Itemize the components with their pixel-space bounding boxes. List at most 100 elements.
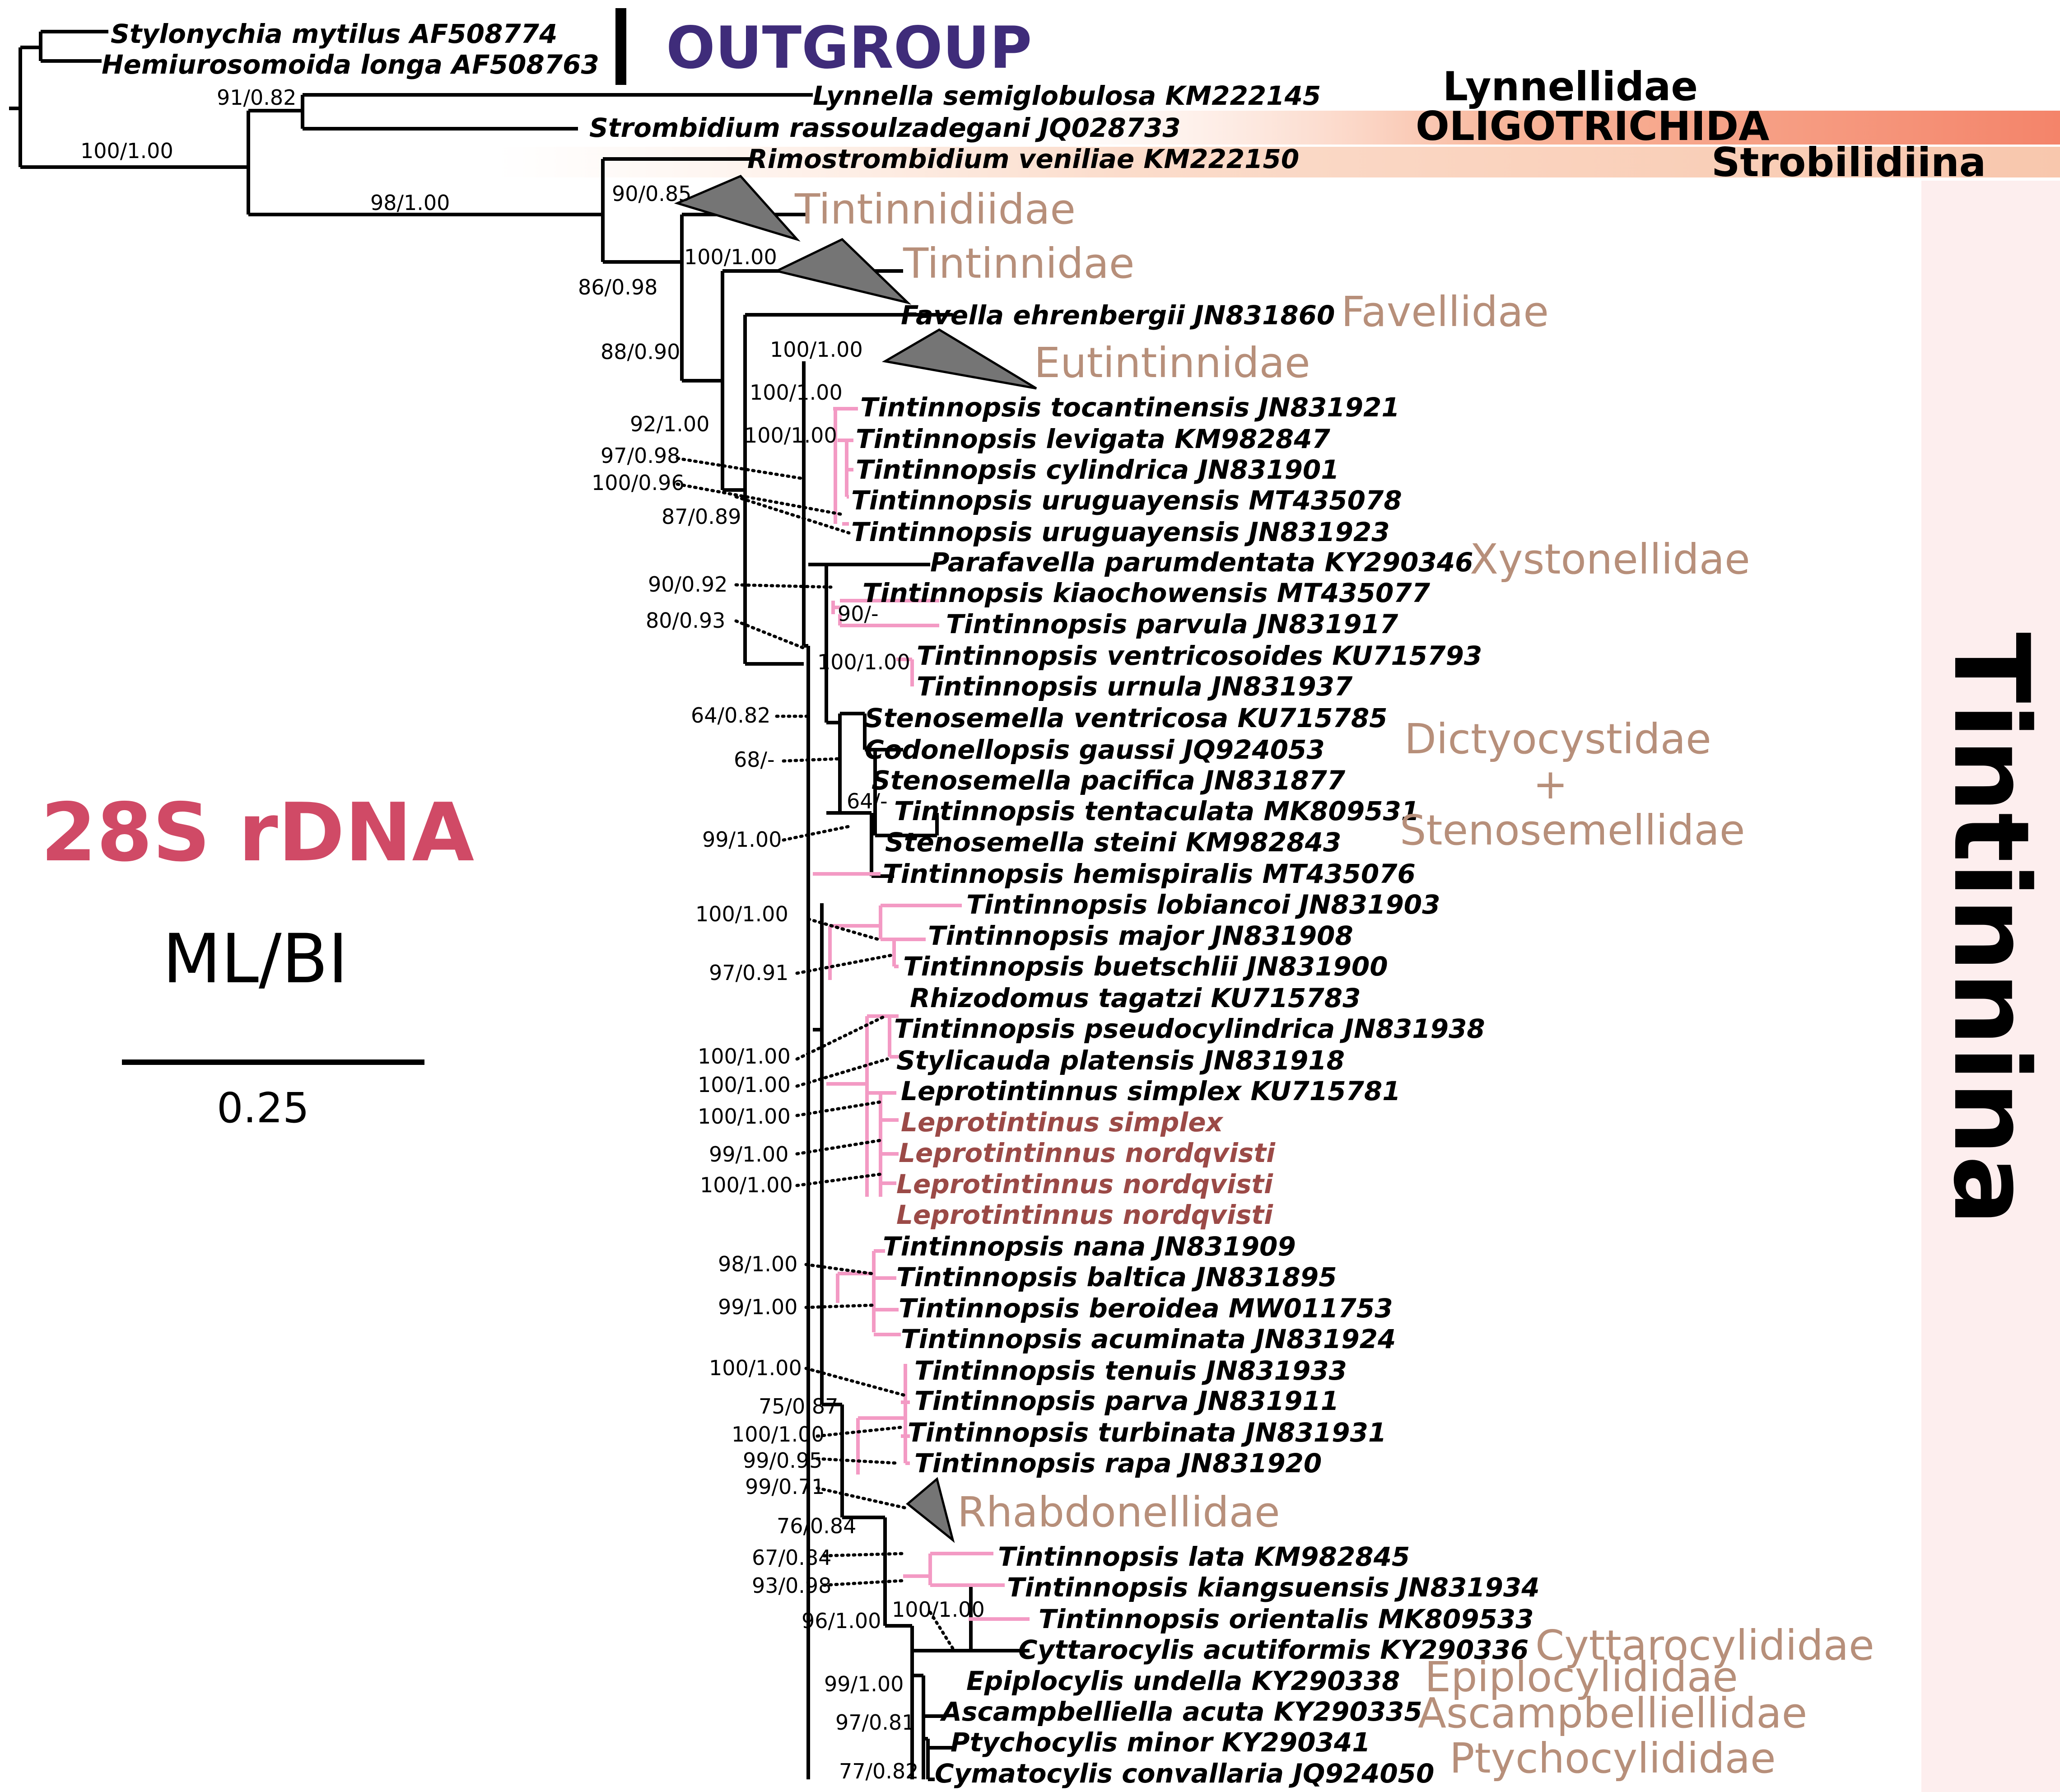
taxon-label: Tintinnopsis parva JN831911 (914, 1386, 1339, 1416)
taxon-label: Tintinnopsis levigata KM982847 (856, 424, 1330, 454)
support-value: 100/1.00 (709, 1356, 802, 1380)
taxon-label: Tintinnopsis rapa JN831920 (914, 1448, 1322, 1479)
support-value: 100/1.00 (695, 902, 788, 926)
support-value: 80/0.93 (646, 608, 725, 633)
taxon-label: Tintinnopsis baltica JN831895 (896, 1262, 1337, 1293)
support-value: 100/1.00 (80, 139, 173, 163)
marker-title: 28S rDNA (41, 786, 474, 879)
support-value: 99/1.00 (709, 1142, 788, 1167)
scale-bar (122, 1059, 424, 1065)
support-value: 100/1.00 (684, 245, 777, 269)
support-value: 88/0.90 (601, 340, 680, 364)
support-leaders (676, 457, 955, 1650)
support-value: 97/0.91 (709, 961, 788, 985)
support-value: 90/0.85 (612, 182, 691, 206)
taxon-label: Tintinnopsis tenuis JN831933 (914, 1355, 1347, 1386)
support-value: 90/0.92 (648, 572, 727, 597)
taxon-label: Cymatocylis convallaria JQ924050 (935, 1758, 1434, 1789)
taxon-label: Tintinnopsis major JN831908 (928, 920, 1353, 951)
taxon-label-highlighted: Leprotintinnus nordqvisti (896, 1169, 1273, 1199)
support-value: 100/1.00 (750, 380, 843, 405)
taxon-label: Epiplocylis undella KY290338 (966, 1666, 1400, 1696)
taxon-label: Stenosemella steini KM982843 (885, 827, 1341, 858)
taxon-label: Hemiurosomoida longa AF508763 (102, 49, 599, 80)
taxon-label: Tintinnopsis turbinata JN831931 (908, 1417, 1386, 1448)
taxon-label: Tintinnopsis pseudocylindrica JN831938 (894, 1013, 1485, 1044)
taxon-label-highlighted: Leprotintinnus nordqvisti (899, 1138, 1276, 1168)
support-value: 100/1.00 (700, 1173, 793, 1197)
support-value: 67/0.84 (752, 1545, 831, 1570)
taxon-label: Tintinnopsis parvula JN831917 (946, 609, 1398, 639)
support-value: 91/0.82 (217, 85, 296, 110)
family-labels: Tintinnidiidae Tintinnidae Favellidae Eu… (794, 185, 1874, 1783)
support-value: 100/1.00 (698, 1073, 791, 1097)
support-values: 91/0.82 100/1.00 98/1.00 90/0.85 86/0.98… (80, 85, 985, 1783)
support-value: 100/1.00 (892, 1597, 985, 1622)
support-value: 100/1.00 (770, 337, 863, 362)
support-value: 75/0.87 (759, 1394, 838, 1419)
taxon-label: Tintinnopsis lobiancoi JN831903 (966, 889, 1440, 920)
taxon-label: Stenosemella pacifica JN831877 (872, 765, 1346, 796)
support-value: 100/1.00 (698, 1044, 791, 1069)
lynnellidae-label: Lynnellidae (1443, 63, 1698, 110)
taxon-label: Tintinnopsis uruguayensis MT435078 (851, 485, 1402, 516)
taxon-label: Tintinnopsis tentaculata MK809531 (894, 796, 1419, 826)
taxon-label: Tintinnopsis kiaochowensis MT435077 (862, 578, 1431, 608)
support-value: 96/1.00 (802, 1609, 881, 1633)
taxon-label: Stylicauda platensis JN831918 (896, 1045, 1345, 1076)
taxon-label: Ptychocylis minor KY290341 (951, 1727, 1370, 1758)
taxon-label: Favella ehrenbergii JN831860 (901, 300, 1335, 331)
taxon-label: Tintinnopsis buetschlii JN831900 (903, 951, 1388, 982)
support-value: 100/1.00 (744, 423, 837, 448)
support-value: 77/0.82 (839, 1759, 918, 1783)
support-value: 100/1.00 (732, 1422, 825, 1447)
taxon-label: Tintinnopsis urnula JN831937 (917, 671, 1353, 702)
taxon-label: Leprotintinnus simplex KU715781 (901, 1076, 1401, 1106)
taxon-label: Tintinnopsis uruguayensis JN831923 (851, 517, 1390, 547)
taxon-label: Tintinnopsis orientalis MK809533 (1039, 1604, 1534, 1634)
family-label: Tintinnidae (903, 239, 1134, 288)
taxon-label: Tintinnopsis kiangsuensis JN831934 (1007, 1572, 1540, 1603)
family-label: + (1533, 760, 1568, 808)
family-label: Xystonellidae (1470, 535, 1750, 583)
support-value: 99/0.71 (745, 1475, 825, 1499)
taxon-label: Tintinnopsis ventricosoides KU715793 (917, 640, 1482, 671)
support-value: 98/1.00 (718, 1252, 797, 1276)
taxon-label: Strombidium rassoulzadegani JQ028733 (589, 112, 1181, 143)
support-value: 99/0.95 (743, 1448, 822, 1473)
taxon-label: Lynnella semiglobulosa KM222145 (813, 80, 1321, 111)
support-value: 68/- (734, 747, 775, 772)
family-label: Ascampbelliellidae (1418, 1689, 1807, 1737)
tintinnina-band (1921, 181, 2060, 1792)
family-label: Eutintinnidae (1034, 339, 1310, 387)
taxon-label: Tintinnopsis beroidea MW011753 (899, 1293, 1393, 1324)
outgroup-label: OUTGROUP (666, 14, 1032, 82)
family-label: Tintinnidiidae (794, 185, 1076, 233)
taxon-label: Codonellopsis gaussi JQ924053 (865, 734, 1325, 765)
support-value: 99/1.00 (824, 1672, 904, 1696)
family-label: Cyttarocylididae (1535, 1621, 1874, 1670)
rhabdonellidae-triangle (906, 1477, 955, 1543)
eutintinnidae-triangle (881, 328, 1037, 390)
support-value: 87/0.89 (662, 504, 741, 529)
support-value: 92/1.00 (630, 412, 709, 436)
outgroup-bar (615, 8, 626, 85)
family-label: Dictyocystidae (1404, 715, 1711, 763)
taxon-label: Rhizodomus tagatzi KU715783 (910, 983, 1361, 1013)
support-value: 76/0.84 (777, 1514, 856, 1538)
method-label: ML/BI (163, 920, 348, 999)
support-value: 99/1.00 (718, 1295, 797, 1319)
taxon-label: Tintinnopsis cylindrica JN831901 (856, 454, 1339, 485)
support-value: 90/- (838, 602, 879, 626)
support-value: 99/1.00 (702, 827, 782, 852)
taxon-labels: Stylonychia mytilus AF508774 Hemiurosomo… (102, 19, 1540, 1789)
tintinnidiidae-triangle (674, 174, 801, 242)
taxon-label: Tintinnopsis acuminata JN831924 (901, 1324, 1396, 1354)
support-value: 97/0.81 (835, 1710, 915, 1735)
taxon-label: Stylonychia mytilus AF508774 (111, 19, 557, 49)
family-label: Stenosemellidae (1400, 806, 1745, 854)
support-value: 98/1.00 (370, 191, 450, 215)
support-value: 100/0.96 (592, 471, 685, 495)
taxon-label: Stenosemella ventricosa KU715785 (865, 703, 1388, 733)
